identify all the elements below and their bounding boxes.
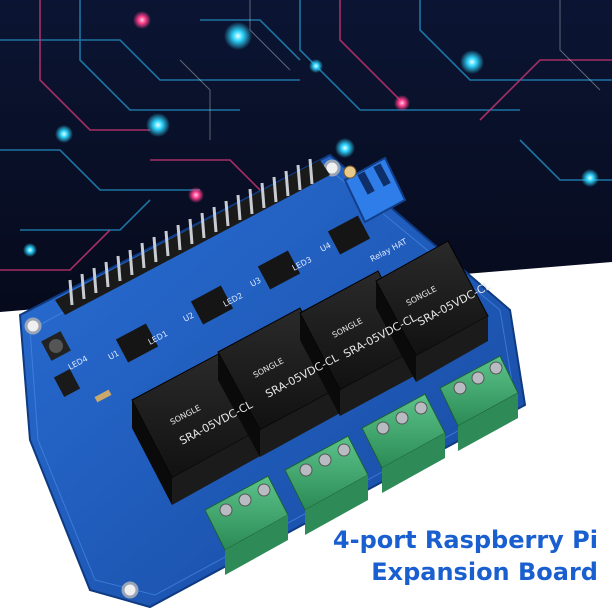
terminal-4 — [439, 355, 519, 451]
gpio-header — [55, 158, 330, 315]
optocoupler-chips — [115, 215, 371, 363]
relay-4 — [375, 240, 489, 382]
product-caption: 4-port Raspberry Pi Expansion Board — [333, 524, 598, 588]
terminal-3 — [361, 393, 446, 493]
caption-line-1: 4-port Raspberry Pi — [332, 526, 598, 554]
jumper-block — [343, 156, 407, 224]
terminal-1 — [204, 475, 289, 575]
terminal-2 — [284, 435, 369, 535]
small-components — [41, 331, 112, 403]
caption-line-2: Expansion Board — [371, 558, 598, 586]
screw-terminals — [204, 355, 519, 575]
relays — [131, 240, 489, 505]
